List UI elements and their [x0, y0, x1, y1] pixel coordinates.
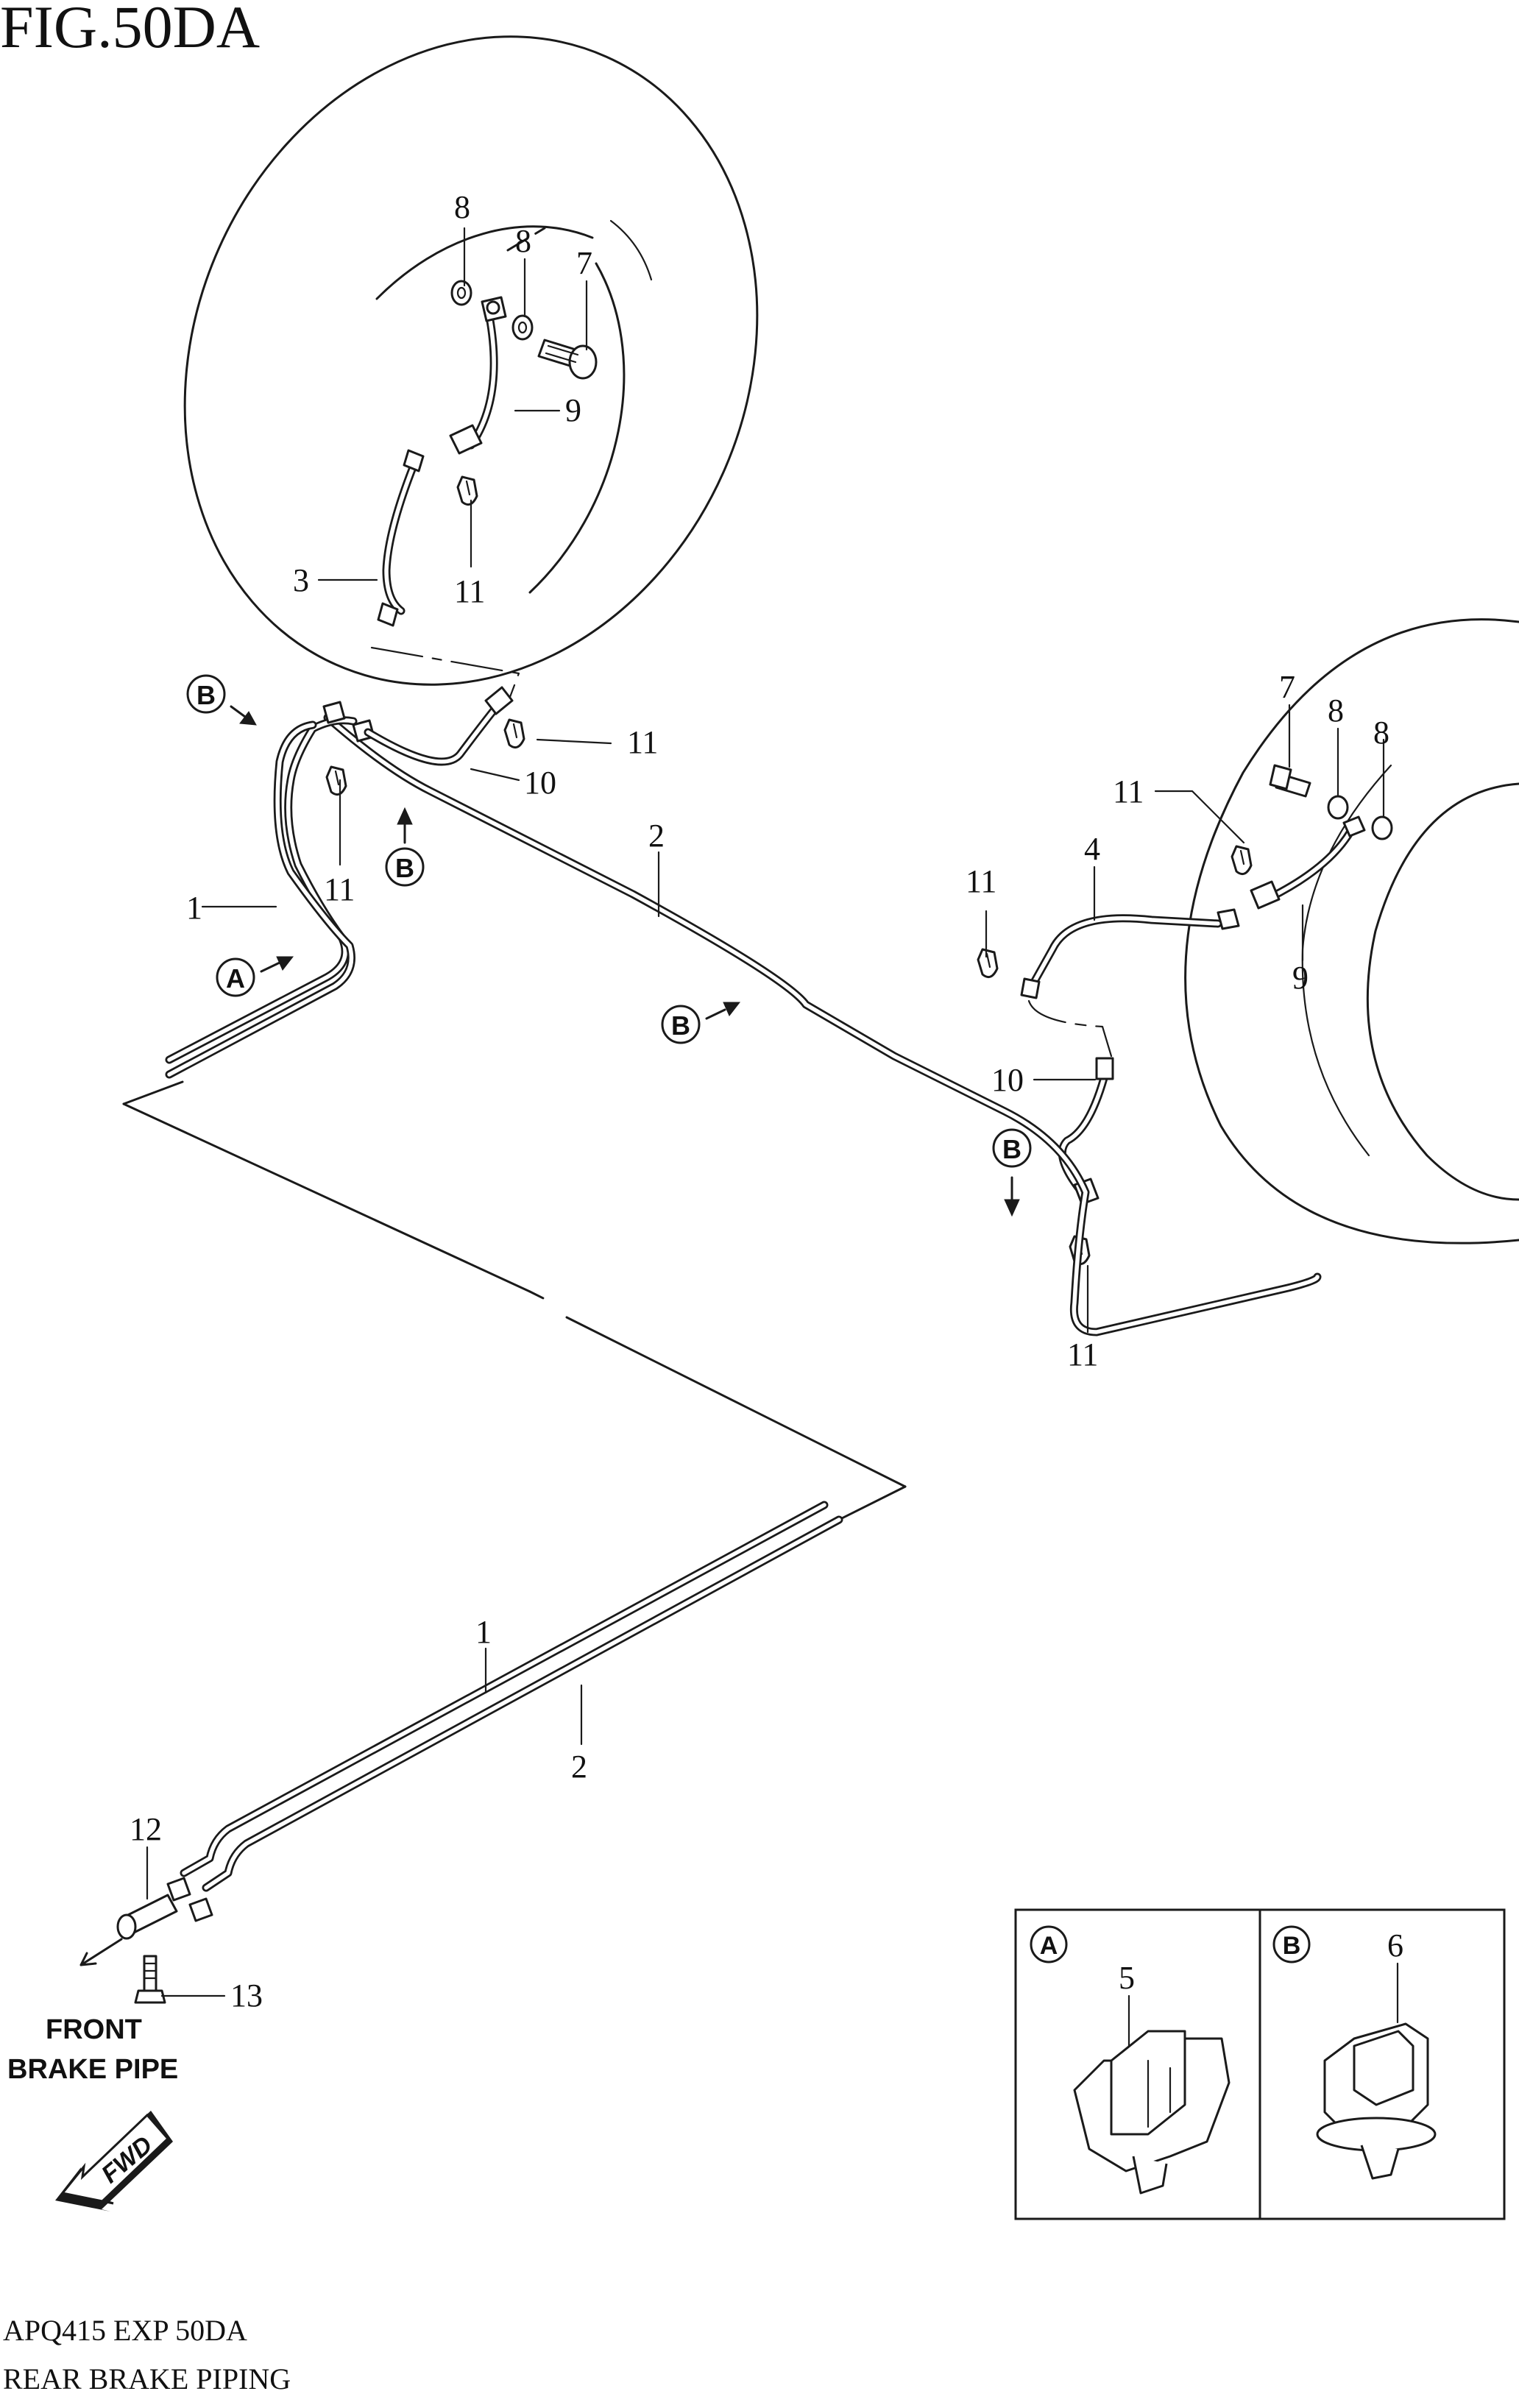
frame-outline — [122, 1080, 907, 1532]
inset-marker-a: A — [1030, 1925, 1068, 1963]
left-washer-b — [511, 314, 534, 341]
left-union-bolt — [537, 339, 598, 380]
inset-marker-b: B — [1272, 1925, 1311, 1963]
joint-bolt — [134, 1955, 166, 2004]
brake-pipe-2 — [323, 713, 1322, 1336]
inset-callout-6: 6 — [1387, 1927, 1403, 1963]
callout-4: 4 — [1084, 831, 1100, 867]
svg-text:B: B — [1283, 1932, 1301, 1960]
left-rear-tire — [183, 35, 759, 686]
front-direction-arrow — [79, 1938, 123, 1966]
left-washer-a — [450, 280, 472, 306]
footer-code: APQ415 EXP 50DA — [3, 2314, 247, 2347]
callout-8-right-a: 8 — [1328, 693, 1344, 729]
figure-title: FIG.50DA — [0, 0, 260, 60]
right-union-bolt — [1269, 764, 1311, 798]
callout-8-top-right: 8 — [515, 223, 531, 259]
svg-text:B: B — [196, 680, 216, 710]
callout-11-left-lower: 11 — [324, 871, 355, 907]
left-flex-hose — [364, 686, 514, 766]
callout-2-lower: 2 — [571, 1749, 587, 1785]
left-lower-clip — [325, 765, 347, 796]
callout-11-right-lower: 11 — [1067, 1336, 1098, 1373]
front-label: FRONT — [46, 2014, 142, 2045]
callout-7-left: 7 — [576, 245, 592, 281]
right-pipe-connection — [1027, 999, 1113, 1058]
view-marker-b-3: B — [661, 1002, 741, 1044]
right-wheel-clip — [1231, 845, 1253, 876]
callout-9-left: 9 — [565, 392, 581, 428]
callout-2-upper: 2 — [648, 818, 665, 854]
svg-text:B: B — [395, 853, 414, 883]
callout-9-right: 9 — [1292, 960, 1309, 996]
callout-8-right-b: 8 — [1373, 715, 1389, 751]
detail-inset — [1014, 1908, 1506, 2220]
left-wheel-brake-hose — [377, 296, 507, 627]
clip-a-part-icon — [1073, 2030, 1231, 2195]
view-marker-b-1: B — [186, 674, 257, 726]
leader-lines — [146, 227, 1385, 1997]
clip-b-part-icon — [1316, 2022, 1437, 2180]
right-rear-tire — [1184, 618, 1519, 1244]
svg-text:B: B — [1002, 1134, 1021, 1164]
footer-name: REAR BRAKE PIPING — [3, 2362, 291, 2395]
callout-3: 3 — [293, 562, 309, 598]
left-wheel-clip — [456, 475, 478, 506]
fwd-arrow-icon: FWD — [55, 2111, 173, 2212]
left-wheel-connection — [370, 646, 520, 704]
callout-7-right: 7 — [1279, 669, 1295, 705]
svg-text:A: A — [226, 963, 245, 994]
right-wheel-pipe — [1020, 908, 1240, 999]
brake-pipe-1 — [165, 716, 358, 1079]
callout-1-lower: 1 — [475, 1614, 492, 1650]
front-brake-pipes — [180, 1501, 843, 1892]
callout-11-right-wheel: 11 — [1113, 773, 1144, 810]
callout-11-left-wheel: 11 — [454, 573, 485, 609]
view-marker-b-4: B — [992, 1128, 1032, 1217]
inset-callout-5: 5 — [1119, 1960, 1135, 1996]
svg-text:B: B — [671, 1010, 690, 1041]
brake-pipe-label: BRAKE PIPE — [7, 2054, 178, 2085]
callout-11-left-upper: 11 — [627, 724, 658, 760]
view-marker-a: A — [216, 956, 294, 997]
right-pipe-clip — [977, 948, 999, 979]
left-upper-clip — [503, 718, 525, 749]
callout-13: 13 — [230, 1977, 263, 2014]
callout-11-right-pipe: 11 — [966, 863, 996, 899]
right-washer-b — [1371, 815, 1393, 840]
callout-10-right: 10 — [991, 1062, 1024, 1098]
callout-1-upper: 1 — [186, 890, 202, 926]
brake-joint — [116, 1877, 213, 1940]
callout-12: 12 — [130, 1811, 162, 1847]
right-flex-hose — [1058, 1057, 1114, 1205]
callout-8-top-left: 8 — [454, 189, 470, 225]
right-wheel-brake-hose — [1250, 815, 1366, 910]
right-washer-a — [1327, 795, 1349, 820]
svg-text:A: A — [1040, 1932, 1058, 1960]
view-marker-b-2: B — [385, 807, 425, 887]
callout-10-left: 10 — [524, 765, 556, 801]
